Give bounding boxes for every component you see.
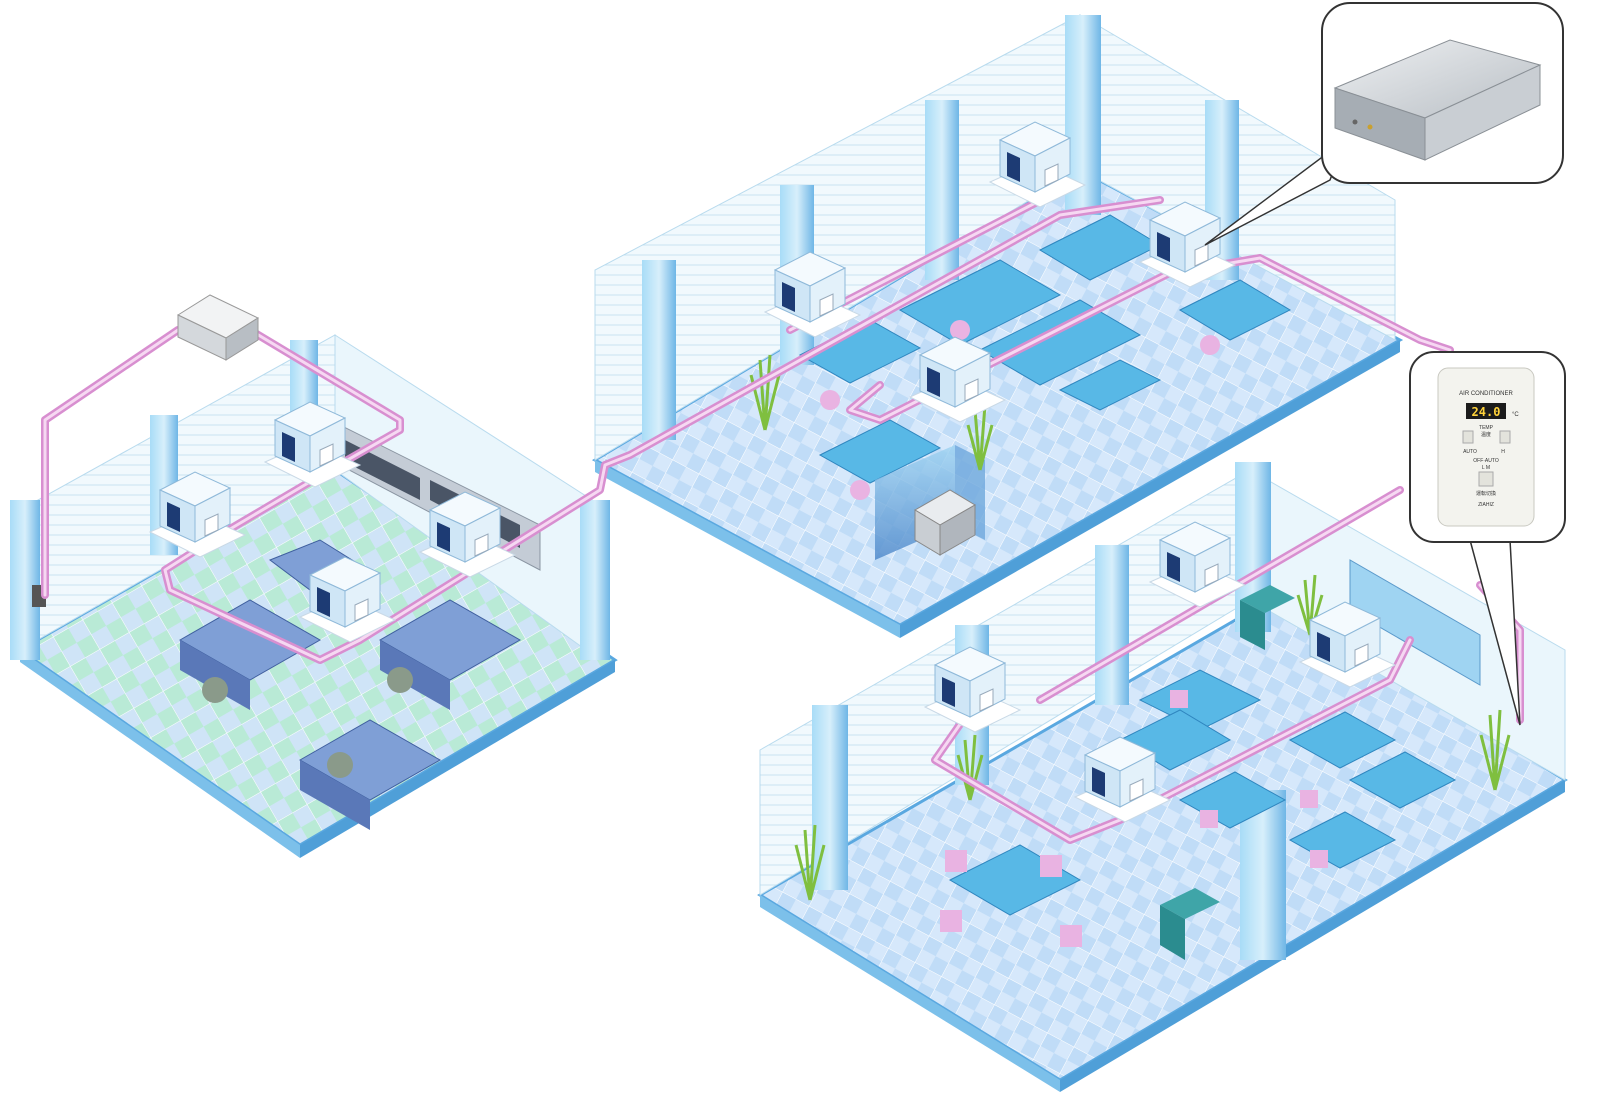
indoor-unit bbox=[908, 336, 1007, 423]
office-chairs bbox=[820, 320, 1220, 500]
indoor-unit bbox=[263, 401, 362, 488]
office-desks bbox=[798, 214, 1292, 484]
indoor-unit bbox=[1073, 736, 1172, 823]
pillar bbox=[10, 500, 40, 660]
auto-label: AUTO bbox=[1463, 449, 1477, 455]
operator-chairs bbox=[202, 667, 413, 778]
mode-switch-button[interactable] bbox=[1478, 471, 1494, 487]
meeting-cabinets bbox=[1160, 585, 1295, 960]
controller-callout: AIR CONDITIONER 24.0 °C TEMP 温度 AUTO H O… bbox=[1409, 351, 1566, 726]
indoor-unit bbox=[298, 556, 397, 643]
indoor-unit bbox=[1298, 601, 1397, 688]
controller-title: AIR CONDITIONER bbox=[1459, 391, 1513, 397]
meeting-plants bbox=[794, 574, 1511, 901]
control-room-floor-edge-right bbox=[300, 660, 615, 858]
controller-brand: ZIAHIZ bbox=[1478, 502, 1494, 508]
pillar bbox=[1095, 545, 1129, 705]
indoor-unit bbox=[988, 121, 1087, 208]
interface-box bbox=[176, 294, 260, 361]
meeting-chairs bbox=[940, 690, 1328, 947]
indoor-unit bbox=[1138, 201, 1237, 288]
l-m-label: L M bbox=[1482, 465, 1490, 471]
console-desks bbox=[178, 539, 522, 830]
controller-faceplate bbox=[1437, 367, 1535, 527]
pillar bbox=[580, 500, 610, 660]
temperature-value: 24.0 bbox=[1472, 405, 1501, 419]
temp-down-button[interactable] bbox=[1462, 430, 1474, 444]
office-plants bbox=[749, 354, 994, 471]
control-room-floor-edge bbox=[20, 650, 300, 858]
switch-label-jp: 運転切換 bbox=[1476, 490, 1496, 497]
temperature-unit: °C bbox=[1512, 412, 1519, 418]
indoor-unit bbox=[763, 251, 862, 338]
mode-label: OFF·AUTO bbox=[1473, 458, 1499, 464]
copier bbox=[914, 489, 976, 556]
temp-up-button[interactable] bbox=[1499, 430, 1511, 444]
indoor-unit bbox=[148, 471, 247, 558]
pillar bbox=[812, 705, 848, 890]
indoor-units bbox=[148, 121, 1397, 823]
indoor-unit bbox=[1148, 521, 1247, 608]
adapter-box-callout bbox=[1204, 2, 1564, 246]
temp-label-jp: 温度 bbox=[1481, 431, 1491, 438]
temp-label: TEMP bbox=[1479, 425, 1494, 431]
h-label: H bbox=[1501, 449, 1505, 455]
indoor-unit bbox=[923, 646, 1022, 733]
pillar bbox=[642, 260, 676, 440]
temperature-display bbox=[1466, 403, 1506, 419]
whiteboard bbox=[1349, 559, 1481, 686]
indoor-unit bbox=[418, 491, 517, 578]
